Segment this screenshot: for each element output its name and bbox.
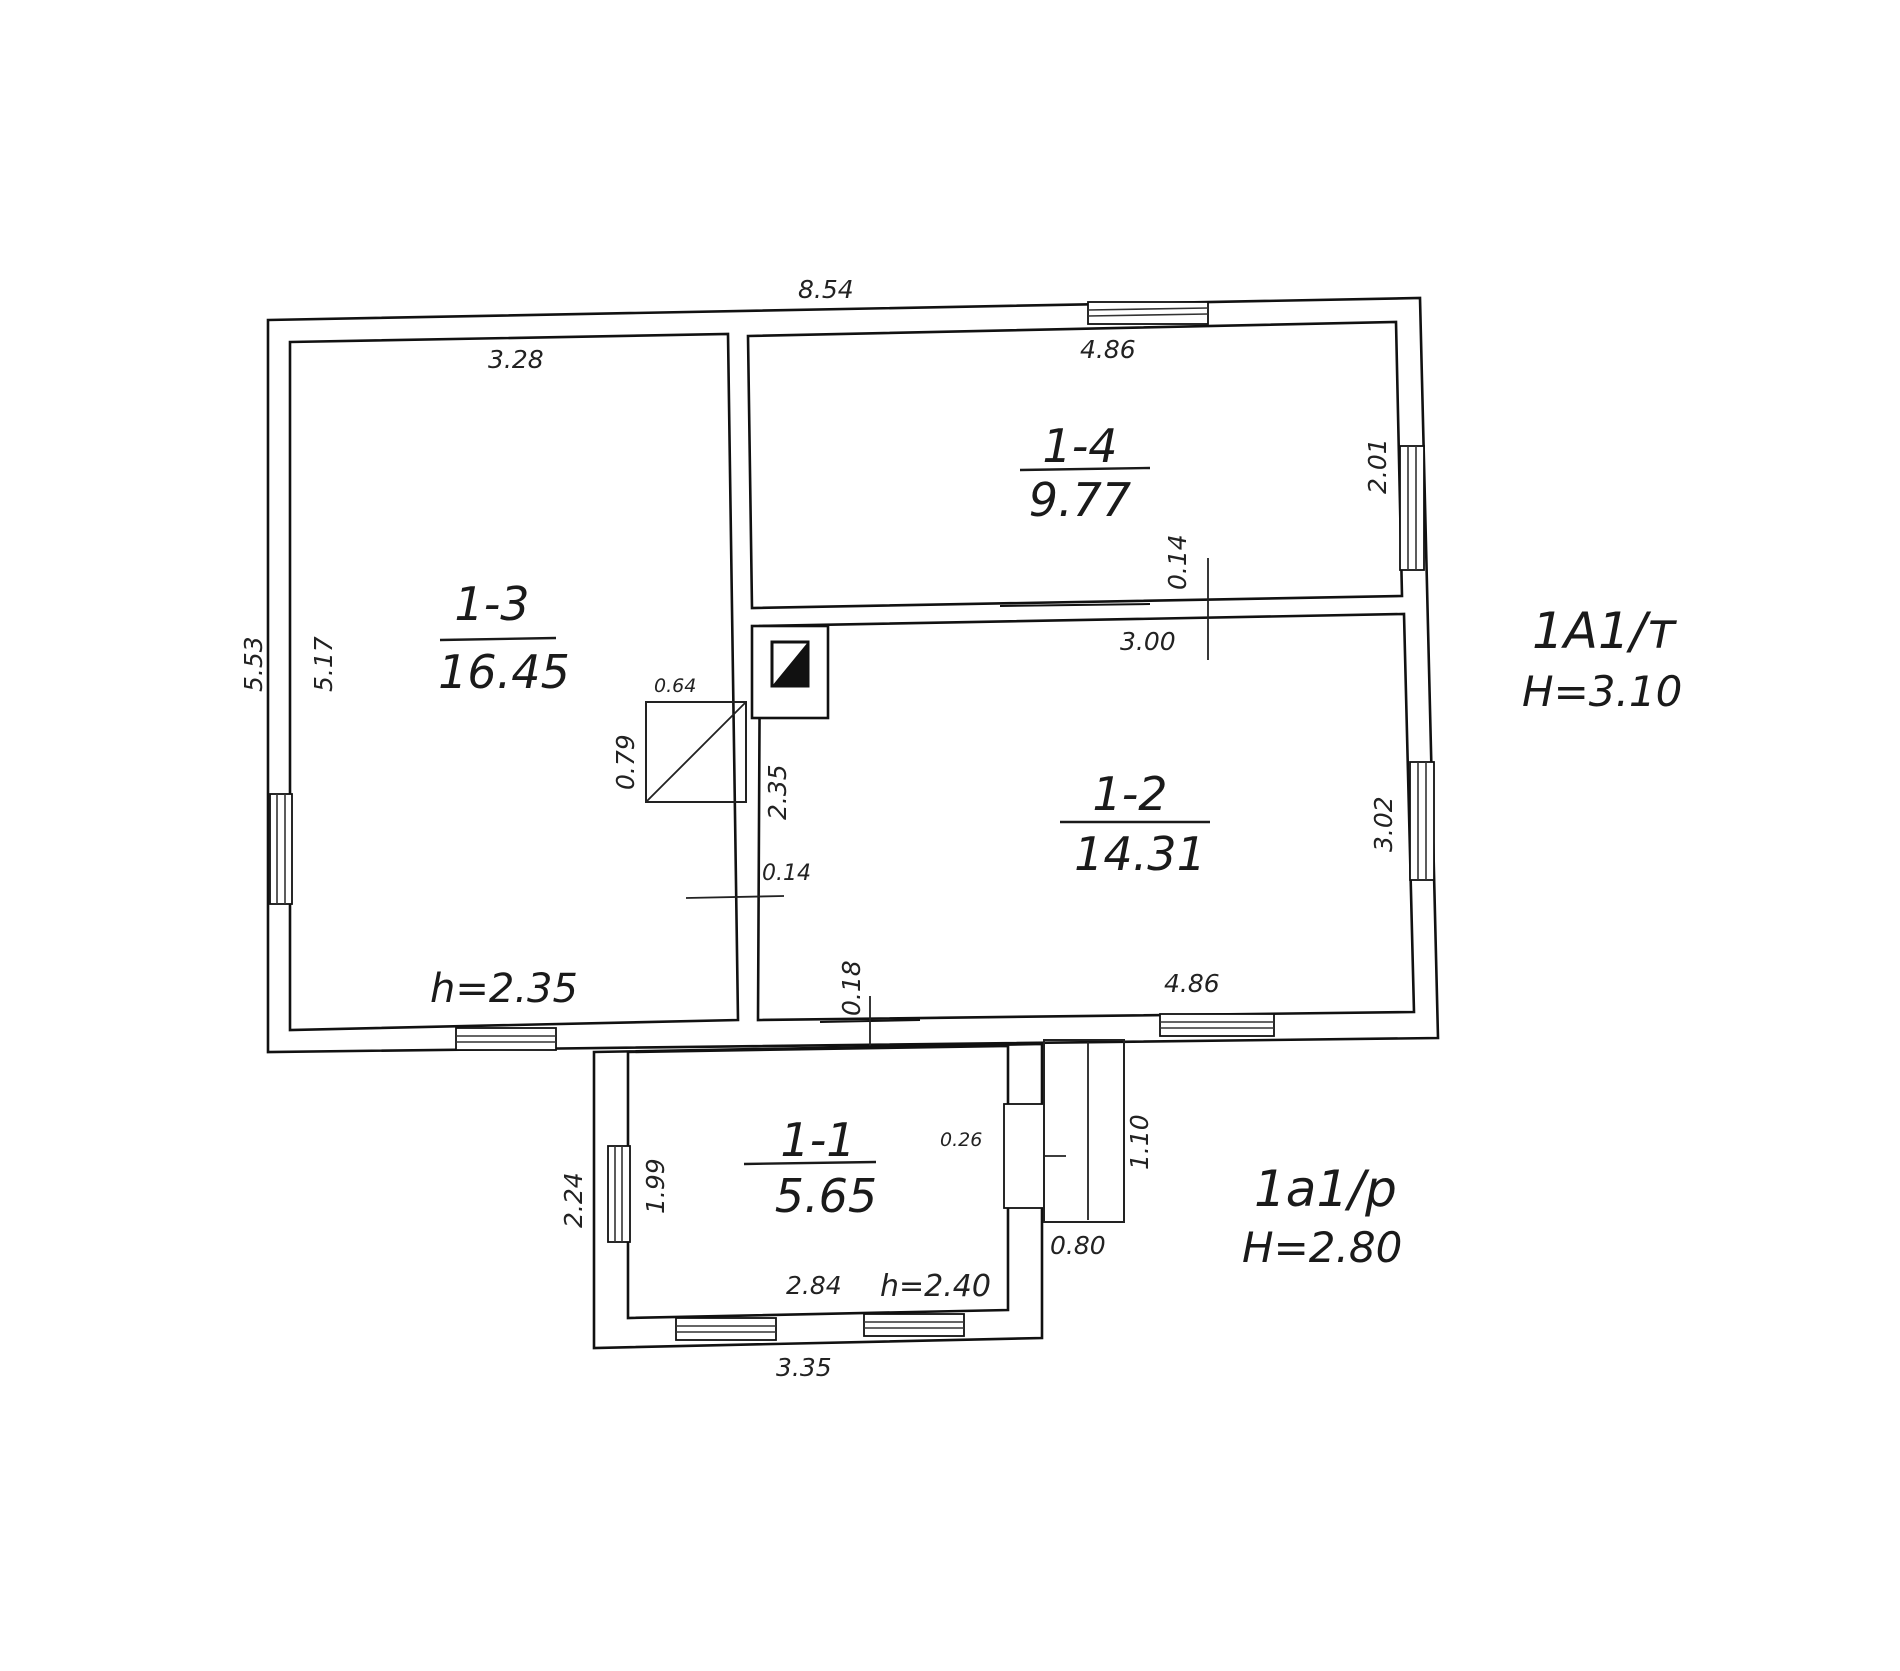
- oven-diagonal: [645, 701, 747, 803]
- window-right-upper: [1399, 445, 1425, 571]
- window-bottom-right: [1159, 1013, 1275, 1037]
- window-top-right: [1087, 301, 1209, 325]
- building-main-height: H=3.10: [1522, 667, 1682, 716]
- dim-room13-height: h=2.35: [430, 966, 578, 1012]
- room-1-4-code: 1-4: [1042, 419, 1117, 473]
- room-1-3-rule: [439, 636, 557, 642]
- vestibule-window-left: [607, 1145, 631, 1243]
- room-1-2-outline: [756, 612, 1416, 1022]
- room-1-4-rule: [1019, 466, 1151, 472]
- dim-room11-wall: 0.26: [940, 1129, 982, 1151]
- building-main-label: 1А1/т: [1532, 602, 1678, 660]
- dim-left-outer: 5.53: [239, 636, 268, 692]
- vestibule-window-bottom-a: [675, 1317, 777, 1341]
- room-1-1-rule: [743, 1160, 877, 1166]
- dim-room14-partition: 0.14: [1163, 534, 1192, 590]
- room-1-3-area: 16.45: [438, 645, 570, 699]
- room-1-4-area: 9.77: [1029, 473, 1131, 527]
- window-left: [269, 793, 293, 905]
- dim-stove-width: 0.64: [654, 675, 696, 697]
- dim-room13-left: 5.17: [309, 636, 338, 692]
- dim-wall-thk: 0.18: [837, 960, 866, 1016]
- dim-room12-right: 3.02: [1369, 796, 1398, 852]
- dim-stove-depth: 0.79: [611, 734, 640, 790]
- dim-room12-top: 3.00: [1120, 627, 1176, 656]
- window-right-lower: [1409, 761, 1435, 881]
- dim-room14-right: 2.01: [1363, 438, 1392, 494]
- room-1-1-code: 1-1: [780, 1113, 855, 1167]
- dim-room11-left-outer: 2.24: [559, 1172, 588, 1228]
- dim-partition-thk: 0.14: [762, 861, 811, 886]
- room-1-2-area: 14.31: [1074, 827, 1206, 881]
- dim-room12-bottom: 4.86: [1164, 969, 1220, 998]
- dim-room14-top: 4.86: [1080, 335, 1136, 364]
- window-bottom-left: [455, 1027, 557, 1051]
- vestibule-window-bottom-b: [863, 1313, 965, 1337]
- dim-top-overall: 8.54: [798, 275, 854, 304]
- room-1-4-outline: [746, 320, 1404, 610]
- room-1-3-code: 1-3: [454, 577, 529, 631]
- dim-room13-top: 3.28: [488, 345, 544, 374]
- dim-porch-len: 1.10: [1125, 1114, 1154, 1170]
- building-vestibule-label: 1а1/р: [1254, 1160, 1397, 1218]
- building-vestibule-height: H=2.80: [1242, 1223, 1402, 1272]
- dim-tick-partition: [685, 895, 785, 899]
- stove-fill: [772, 642, 808, 686]
- dim-room11-left: 1.99: [641, 1158, 670, 1214]
- dim-room11-outer: 3.35: [776, 1353, 832, 1382]
- door-1-4-1-2: [999, 603, 1151, 607]
- dim-porch-width: 0.80: [1050, 1231, 1106, 1260]
- room-1-2-code: 1-2: [1092, 767, 1167, 821]
- dim-room11-bottom: 2.84: [786, 1271, 842, 1300]
- oven-block: [645, 701, 747, 803]
- vestibule-door-opening: [1003, 1103, 1045, 1209]
- dim-partition-len: 2.35: [763, 764, 792, 820]
- porch: [1043, 1039, 1125, 1223]
- room-1-1-area: 5.65: [775, 1169, 877, 1223]
- dim-room11-height: h=2.40: [880, 1269, 991, 1304]
